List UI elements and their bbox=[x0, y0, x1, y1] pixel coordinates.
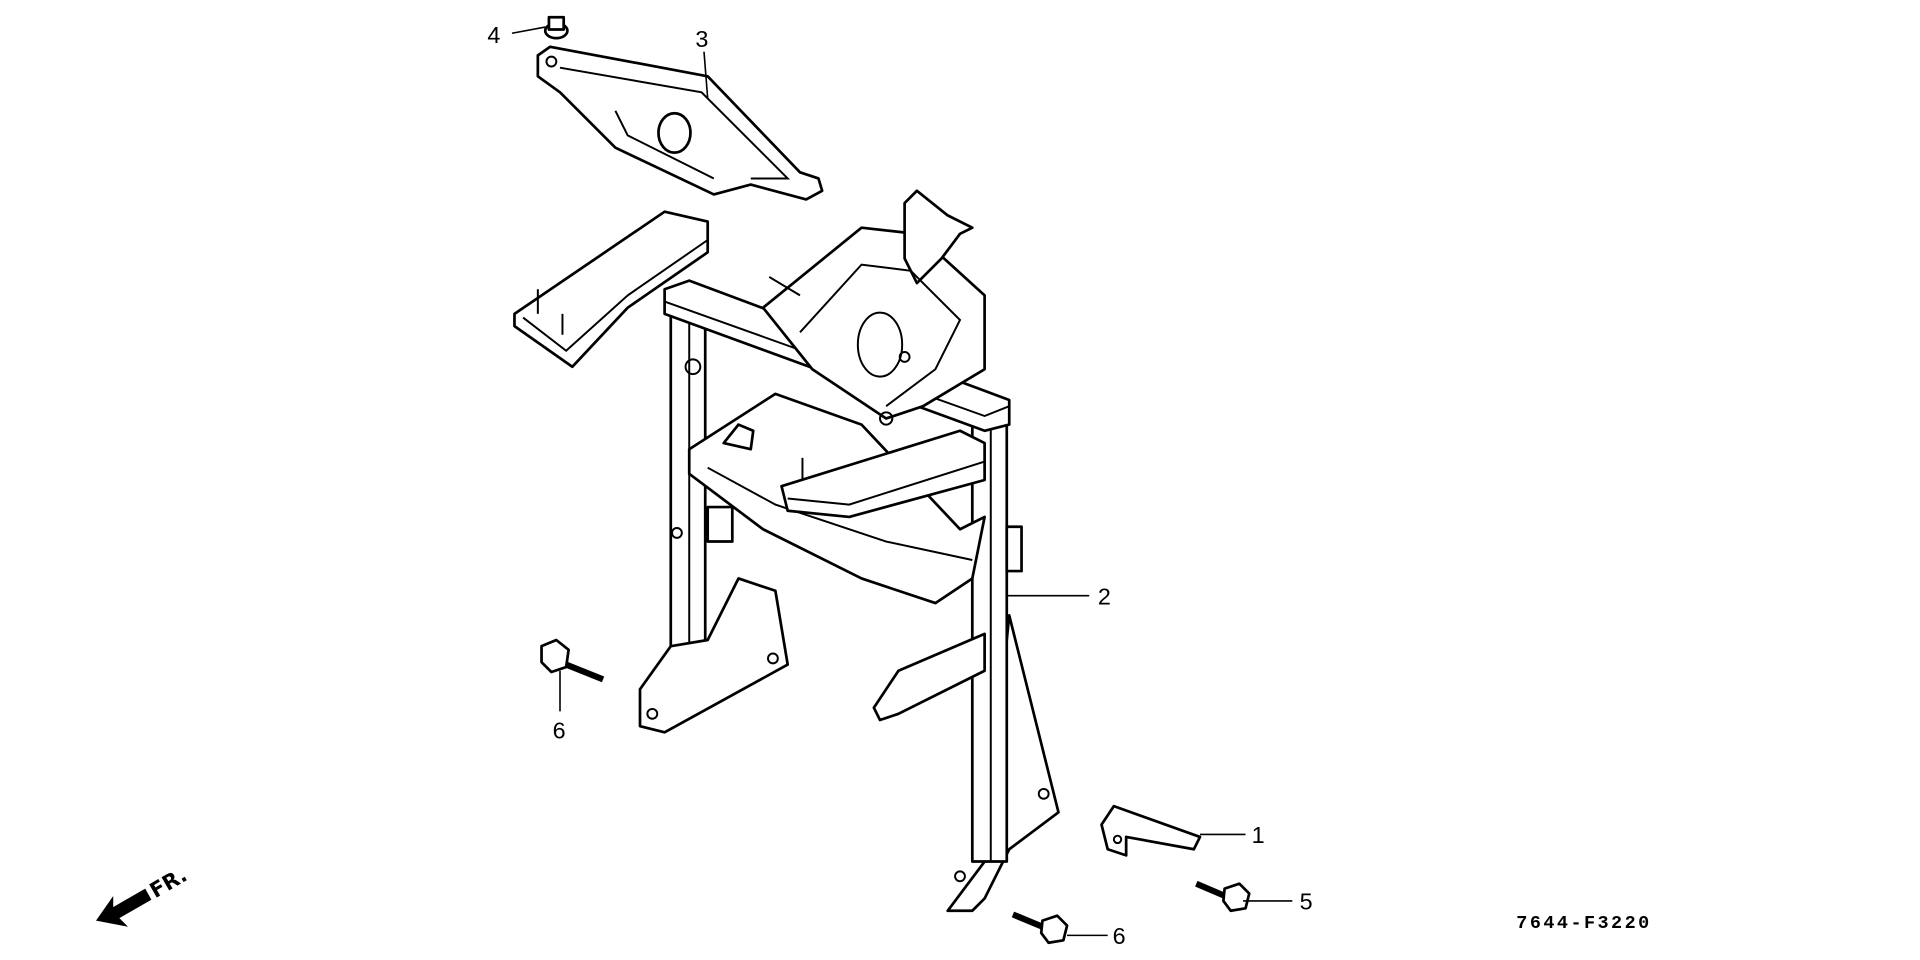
left-mount-bracket bbox=[513, 210, 710, 369]
front-arrow-icon bbox=[96, 888, 152, 927]
callout-3: 3 bbox=[695, 26, 708, 52]
front-label: FR. bbox=[146, 863, 192, 903]
part-5-bolt[interactable] bbox=[1195, 880, 1251, 913]
front-direction-indicator: FR. bbox=[96, 863, 191, 927]
callout-6-left: 6 bbox=[553, 717, 566, 743]
callout-1: 1 bbox=[1252, 822, 1265, 848]
part-3-upper-bracket[interactable] bbox=[536, 45, 824, 201]
part-4-nut[interactable] bbox=[543, 15, 569, 40]
leader-4 bbox=[511, 26, 546, 35]
part-1-small-bracket[interactable] bbox=[1100, 804, 1202, 857]
callout-2: 2 bbox=[1098, 583, 1111, 609]
part-2-main-frame[interactable] bbox=[638, 189, 1060, 913]
callout-6-bottom: 6 bbox=[1113, 923, 1126, 949]
part-6-bolt-bottom[interactable] bbox=[1011, 911, 1069, 945]
part-6-bolt-left[interactable] bbox=[540, 638, 605, 683]
drawing-code: 7644-F3220 bbox=[1516, 913, 1651, 934]
leader-3 bbox=[703, 51, 709, 99]
callout-4: 4 bbox=[487, 22, 500, 48]
callout-5: 5 bbox=[1300, 889, 1313, 915]
